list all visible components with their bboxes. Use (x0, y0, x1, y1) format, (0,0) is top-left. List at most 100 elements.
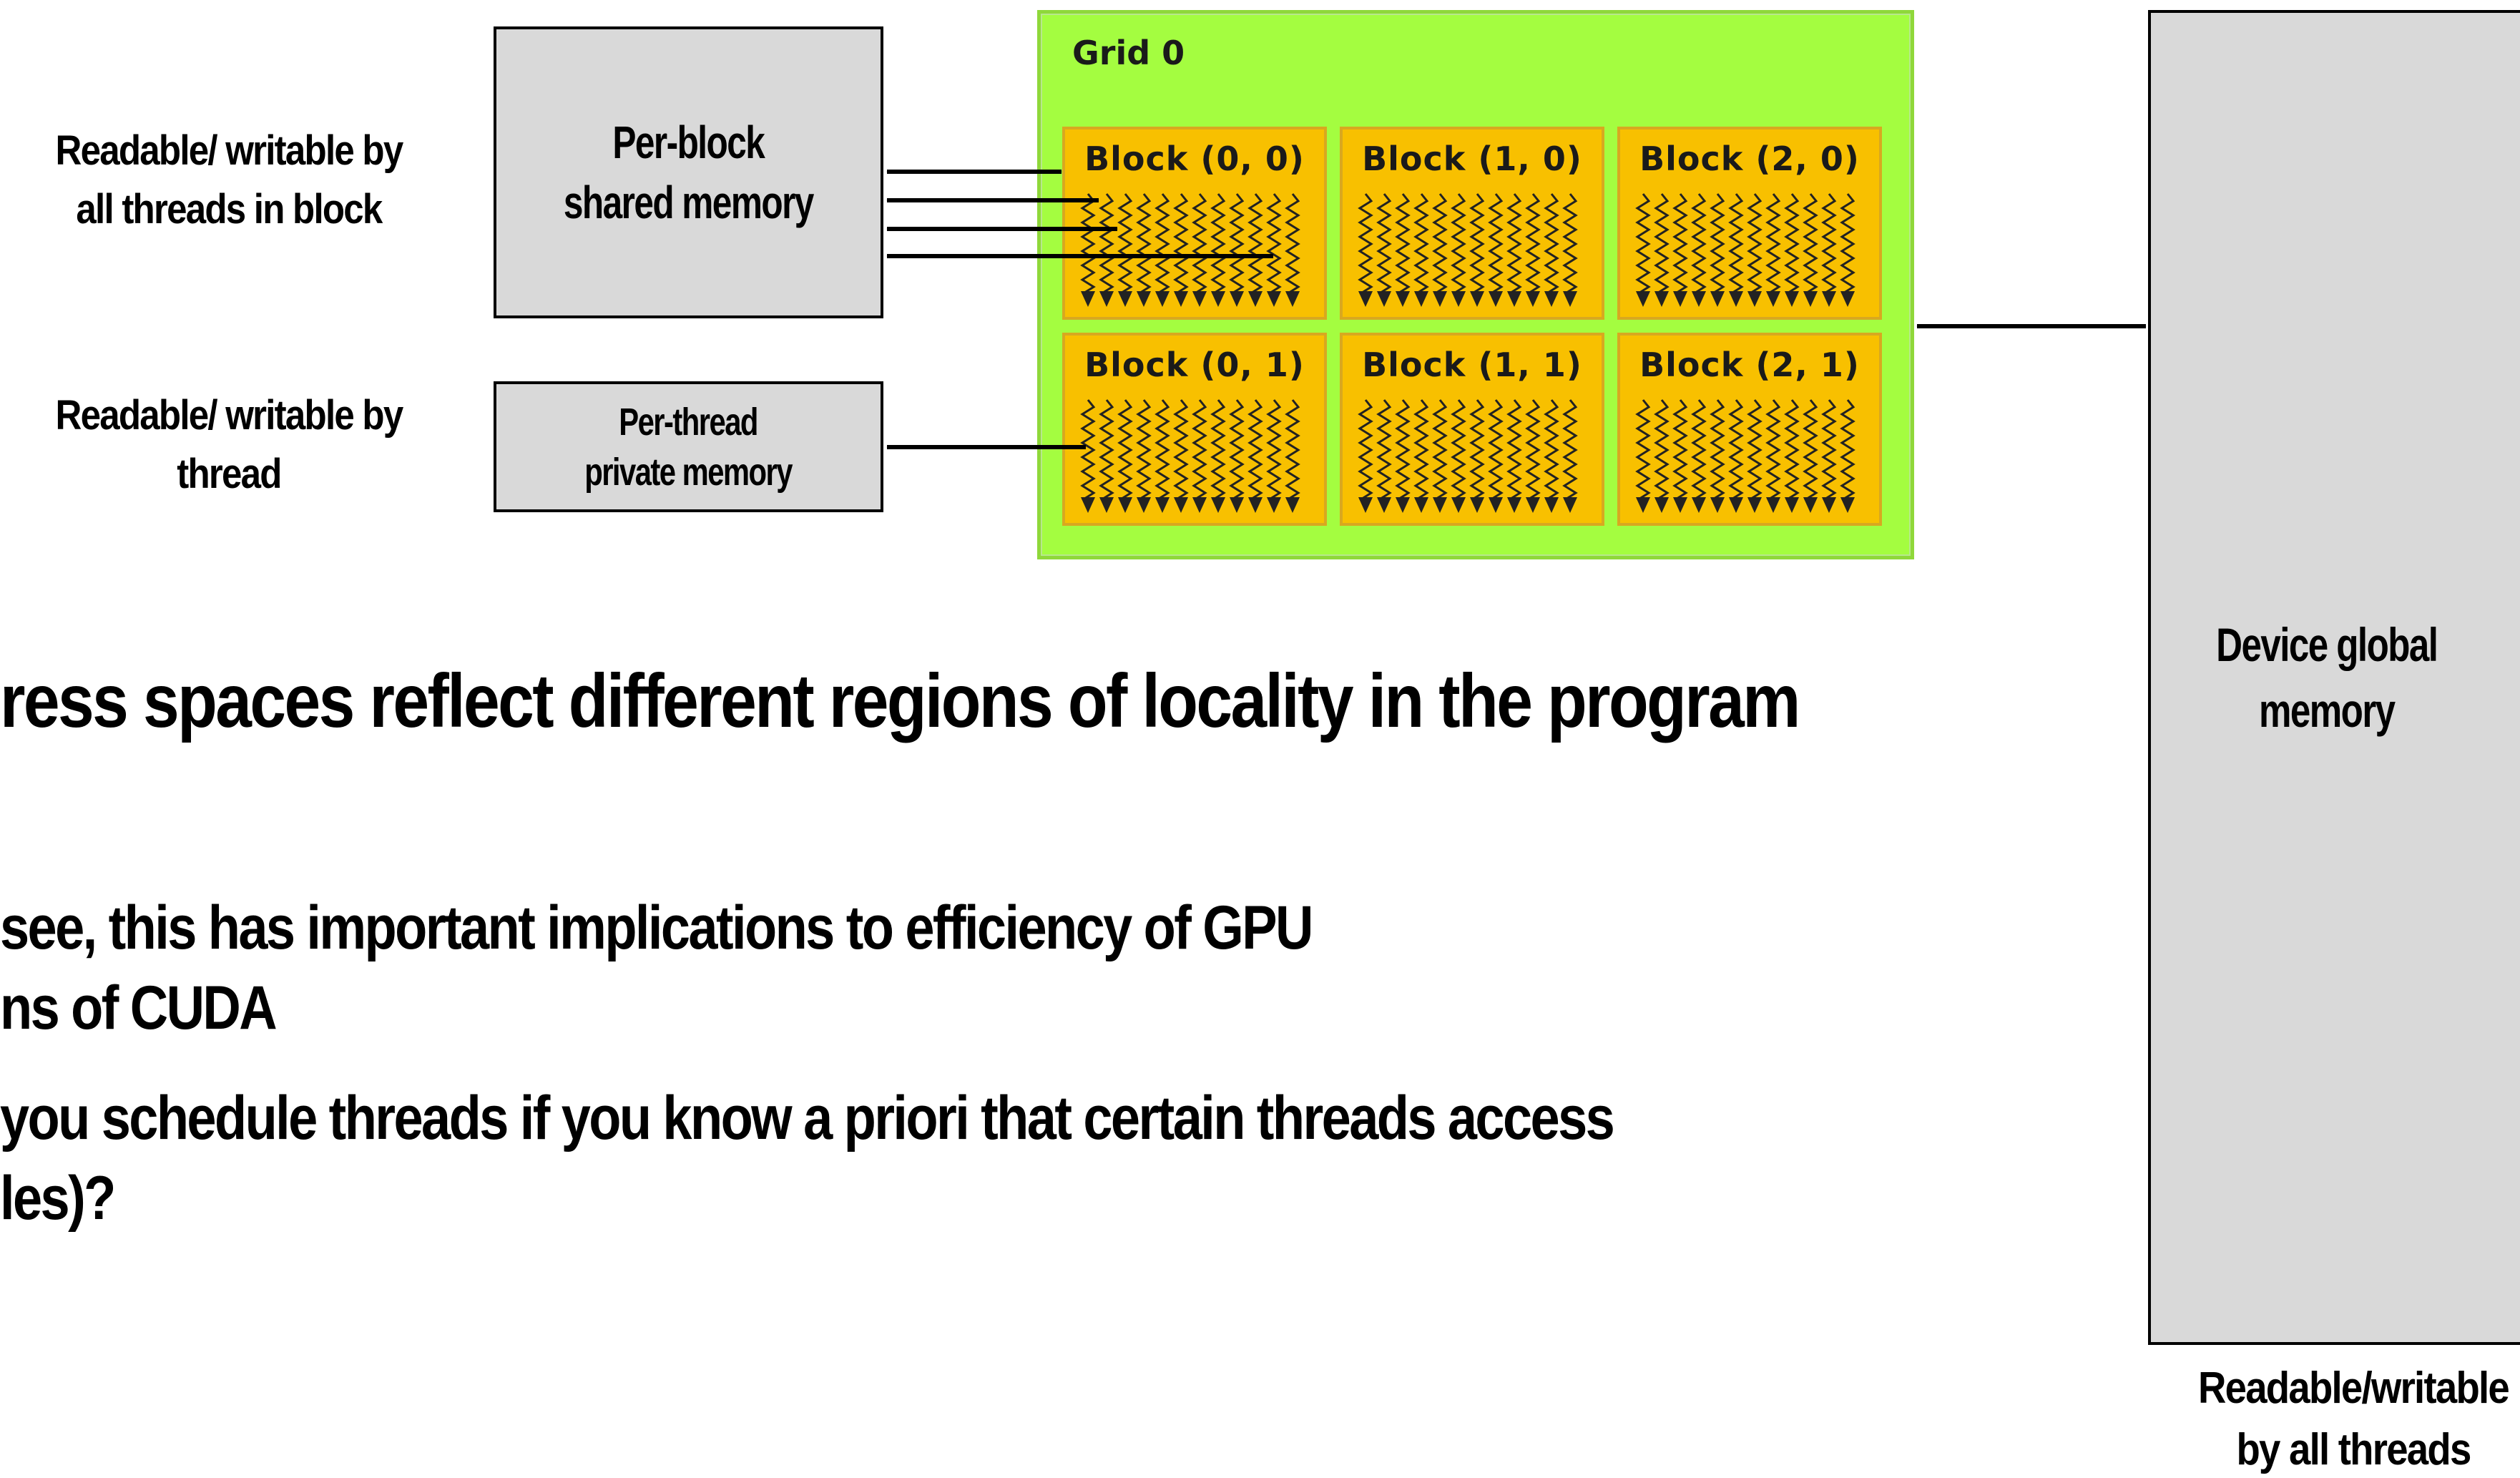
thread-arrowhead (1081, 497, 1095, 513)
thread-arrowhead (1526, 497, 1540, 513)
thread-squiggle (1544, 193, 1559, 295)
thread-squiggle (1376, 399, 1392, 501)
block-access-label: Readable/ writable by all threads in blo… (34, 122, 424, 239)
thread-arrowhead (1358, 497, 1373, 513)
thread-arrowhead (1285, 497, 1300, 513)
thread-arrowhead (1710, 497, 1725, 513)
thread-squiggle (1488, 399, 1504, 501)
thread-arrowhead (1803, 291, 1818, 307)
thread-arrowhead (1433, 291, 1447, 307)
thread-arrowhead (1248, 497, 1263, 513)
thread-squiggle (1821, 399, 1837, 501)
thread-arrowhead (1654, 291, 1669, 307)
thread-arrowhead (1211, 291, 1225, 307)
thread-squiggle (1358, 193, 1373, 295)
thread-squiggle (1154, 399, 1170, 501)
thread-squiggle (1080, 193, 1096, 295)
thread-squiggle (1266, 193, 1282, 295)
thread-squiggle (1395, 399, 1411, 501)
thread-squiggles (1358, 193, 1578, 307)
thread-squiggle (1544, 399, 1559, 501)
thread-arrowhead (1747, 291, 1762, 307)
thread-arrowhead (1211, 497, 1225, 513)
thread-arrowhead (1636, 497, 1650, 513)
thread-squiggle (1173, 399, 1189, 501)
thread-arrowhead (1396, 291, 1410, 307)
thread-access-label-line1: Readable/ writable by (55, 392, 404, 439)
thread-arrowhead (1563, 497, 1577, 513)
thread-squiggle (1488, 193, 1504, 295)
block-2-1: Block (2, 1) (1617, 333, 1882, 526)
thread-squiggle (1192, 399, 1207, 501)
thread-squiggle (1376, 193, 1392, 295)
global-memory-line2: memory (2259, 684, 2396, 737)
thread-arrowhead (1822, 497, 1836, 513)
thread-arrowhead (1396, 497, 1410, 513)
thread-arrowhead (1358, 291, 1373, 307)
block-title: Block (0, 0) (1084, 140, 1305, 178)
thread-squiggle (1765, 193, 1781, 295)
thread-arrowhead (1433, 497, 1447, 513)
thread-arrowhead (1414, 291, 1428, 307)
thread-squiggle (1358, 399, 1373, 501)
grid-title: Grid 0 (1072, 34, 1185, 72)
thread-arrowhead (1155, 291, 1170, 307)
thread-squiggle (1432, 193, 1448, 295)
block-title: Block (0, 1) (1084, 346, 1305, 384)
thread-arrowhead (1451, 497, 1466, 513)
thread-squiggle (1672, 193, 1688, 295)
block-1-0: Block (1, 0) (1340, 127, 1604, 320)
thread-squiggle (1413, 399, 1429, 501)
thread-squiggle (1506, 399, 1522, 501)
thread-arrowhead (1192, 497, 1207, 513)
thread-arrowhead (1081, 291, 1095, 307)
global-memory-line1: Device global (2216, 618, 2438, 671)
thread-squiggle (1285, 193, 1300, 295)
thread-squiggle (1099, 193, 1114, 295)
private-memory-line2: private memory (584, 450, 793, 494)
thread-arrowhead (1099, 497, 1114, 513)
thread-arrowhead (1840, 497, 1855, 513)
thread-squiggle (1266, 399, 1282, 501)
bullet2-line2: les)? (0, 1164, 116, 1233)
thread-arrowhead (1710, 291, 1725, 307)
thread-arrowhead (1507, 291, 1521, 307)
heading-text: ress spaces reflect different regions of… (0, 659, 1800, 743)
thread-squiggle (1099, 399, 1114, 501)
thread-squiggle (1229, 399, 1245, 501)
thread-arrowhead (1785, 291, 1799, 307)
thread-arrowhead (1692, 497, 1706, 513)
thread-arrowhead (1692, 291, 1706, 307)
thread-arrowhead (1747, 497, 1762, 513)
thread-arrowhead (1654, 497, 1669, 513)
thread-squiggle (1765, 399, 1781, 501)
thread-arrowhead (1192, 291, 1207, 307)
thread-arrowhead (1785, 497, 1799, 513)
thread-squiggle (1728, 193, 1744, 295)
thread-arrowhead (1840, 291, 1855, 307)
thread-arrowhead (1230, 291, 1244, 307)
thread-squiggle (1747, 399, 1762, 501)
thread-arrowhead (1803, 497, 1818, 513)
thread-squiggle (1506, 193, 1522, 295)
global-access-label-line2: by all threads (2236, 1425, 2471, 1474)
grid-0: Grid 0 Block (0, 0) Block (1, 0) Block (… (1037, 10, 1914, 559)
thread-squiggle (1451, 399, 1466, 501)
thread-squiggle (1469, 399, 1485, 501)
block-access-label-line2: all threads in block (76, 186, 383, 233)
thread-squiggle (1635, 193, 1651, 295)
thread-squiggle (1210, 193, 1226, 295)
thread-arrowhead (1544, 291, 1559, 307)
thread-arrowhead (1118, 291, 1132, 307)
block-0-1: Block (0, 1) (1062, 333, 1327, 526)
thread-arrowhead (1267, 497, 1281, 513)
thread-arrowhead (1729, 291, 1743, 307)
thread-squiggle (1840, 193, 1855, 295)
private-memory-box: Per-thread private memory (494, 381, 883, 512)
thread-squiggle (1840, 399, 1855, 501)
thread-arrowhead (1507, 497, 1521, 513)
thread-arrowhead (1118, 497, 1132, 513)
private-memory-line1: Per-thread (619, 400, 759, 444)
global-memory-box: Device global memory (2148, 10, 2520, 1345)
